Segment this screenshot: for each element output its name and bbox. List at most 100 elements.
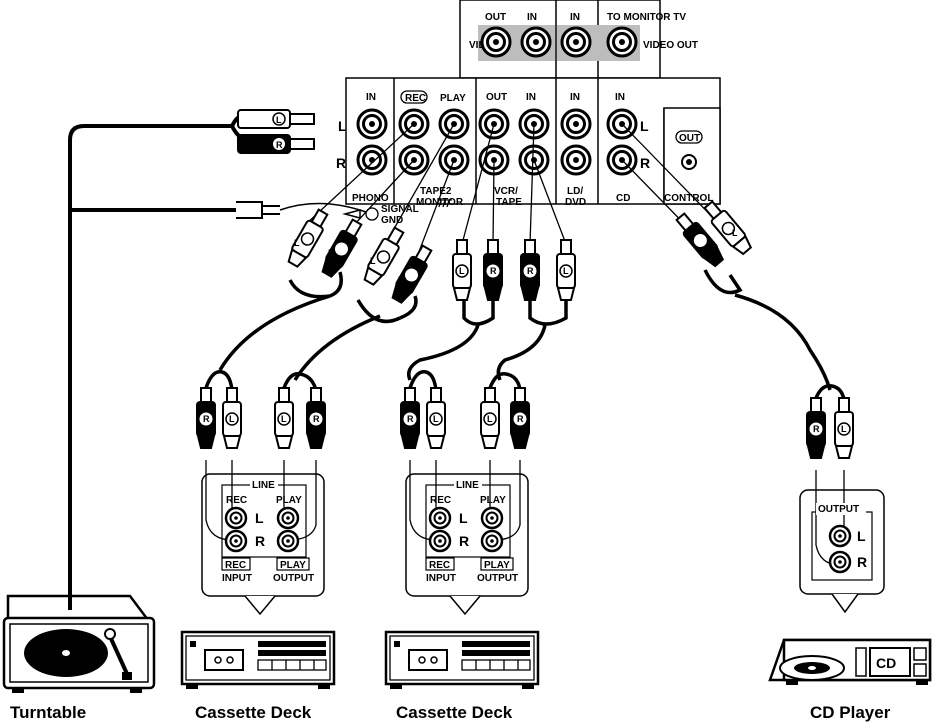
- cassette-deck-1-icon: [180, 630, 336, 689]
- phono-l-jack: [356, 108, 388, 140]
- plug-label: L: [281, 414, 287, 424]
- deck2-rec-l-jack: [428, 506, 452, 530]
- audio-panel: IN L R REC PLAY OUT IN IN IN L R PHONO T…: [336, 77, 721, 226]
- cd-out-r-label: R: [857, 554, 867, 570]
- cd-badge: CD: [876, 655, 896, 671]
- phono-l-label: L: [338, 118, 347, 134]
- ld-label: LD/: [567, 186, 583, 197]
- plug-label: L: [732, 228, 738, 238]
- ground-lug-icon: [236, 201, 280, 219]
- turntable-cable: L R: [68, 109, 367, 610]
- plug-label: L: [487, 414, 493, 424]
- gnd-label: GND: [381, 215, 403, 226]
- deck2-output-label: OUTPUT: [477, 573, 518, 584]
- cd-l-label: L: [640, 118, 649, 134]
- video-in-label: IN: [527, 12, 537, 23]
- plug-label: L: [459, 266, 465, 276]
- plug-label: L: [841, 424, 847, 434]
- plug-label: R: [398, 275, 405, 285]
- plug-label: R: [313, 414, 320, 424]
- phono-r-jack: [356, 144, 388, 176]
- plug-label: L: [370, 256, 376, 266]
- plug-label: R: [517, 414, 524, 424]
- cd-out-l-jack: [828, 524, 852, 548]
- plug-label: L: [229, 414, 235, 424]
- triangle-icon: [342, 209, 361, 219]
- deck2-play-label: PLAY: [480, 495, 506, 506]
- cd-out-r-jack: [828, 550, 852, 574]
- cd-output-panel: OUTPUT L R: [799, 489, 885, 614]
- phono-in-label: IN: [366, 92, 376, 103]
- deck-plugs: R L L R R L L R R L: [196, 370, 854, 459]
- ground-terminal-icon: [365, 207, 379, 221]
- video-in-jack: [520, 26, 552, 58]
- signal-label: SIGNAL: [381, 204, 419, 215]
- deck1-rec-r-jack: [224, 529, 248, 553]
- turntable-icon: [2, 594, 156, 693]
- deck1-output-label: OUTPUT: [273, 573, 314, 584]
- ld-l-jack: [560, 108, 592, 140]
- vcr-label: VCR/: [494, 186, 518, 197]
- tape2-label: TAPE2: [420, 186, 452, 197]
- cd-label: CD: [616, 193, 630, 204]
- rec-label: REC: [405, 93, 426, 104]
- deck1-rec-box: REC: [225, 560, 246, 571]
- plug-label: L: [563, 266, 569, 276]
- ld-in-label: IN: [570, 92, 580, 103]
- monitor-out-jack: [606, 26, 638, 58]
- plug-r-label: R: [276, 140, 283, 150]
- cassette-deck-1-caption: Cassette Deck: [195, 703, 312, 722]
- ld-r-jack: [560, 144, 592, 176]
- plug-label: L: [294, 238, 300, 248]
- deck2-line-label: LINE: [456, 480, 479, 491]
- deck1-play-box: PLAY: [280, 560, 306, 571]
- video-out-jack: [480, 26, 512, 58]
- deck1-play-r-jack: [276, 529, 300, 553]
- receiver-plugs: L R L R L R R L L R: [284, 197, 755, 306]
- plug-label: R: [407, 414, 414, 424]
- cassette-deck-2-panel: LINE REC PLAY L R REC INPUT PLAY OUTPUT: [405, 473, 529, 616]
- vcr-out-label: OUT: [486, 92, 507, 103]
- plug-label: R: [813, 424, 820, 434]
- phono-r-label: R: [336, 155, 346, 171]
- deck2-rec-label: REC: [430, 495, 451, 506]
- plug-label: R: [203, 414, 210, 424]
- cd-r-label: R: [640, 155, 650, 171]
- cd-output-label: OUTPUT: [818, 504, 859, 515]
- cassette-deck-2-icon: [384, 630, 540, 689]
- deck2-rec-r-jack: [428, 529, 452, 553]
- vcr-in-label: IN: [526, 92, 536, 103]
- deck1-input-label: INPUT: [222, 573, 252, 584]
- deck2-play-box: PLAY: [484, 560, 510, 571]
- cd-out-l-label: L: [857, 528, 866, 544]
- cd-player-icon: CD: [768, 638, 932, 685]
- control-label: CONTROL: [664, 193, 713, 204]
- plug-l-label: L: [276, 115, 282, 125]
- phono-label: PHONO: [352, 193, 389, 204]
- deck1-rec-l-jack: [224, 506, 248, 530]
- video-panel: VIDEO OUT IN IN TO MONITOR TV VIDEO OUT: [459, 0, 698, 79]
- cassette-deck-2-caption: Cassette Deck: [396, 703, 513, 722]
- cd-player-caption: CD Player: [810, 703, 891, 722]
- cd-in-label: IN: [615, 92, 625, 103]
- ground-symbol-icon: [438, 199, 452, 208]
- play-label: PLAY: [440, 93, 466, 104]
- tape-label: TAPE: [496, 197, 522, 208]
- deck1-l-label: L: [255, 510, 264, 526]
- plug-label: R: [704, 250, 711, 260]
- deck2-rec-box: REC: [429, 560, 450, 571]
- turntable-caption: Turntable: [10, 703, 86, 722]
- video-in2-jack: [560, 26, 592, 58]
- deck2-play-r-jack: [480, 529, 504, 553]
- deck2-l-label: L: [459, 510, 468, 526]
- deck1-line-label: LINE: [252, 480, 275, 491]
- video-in2-label: IN: [570, 12, 580, 23]
- plug-label: R: [527, 266, 534, 276]
- dvd-label: DVD: [565, 197, 586, 208]
- deck2-r-label: R: [459, 533, 469, 549]
- deck1-rec-label: REC: [226, 495, 247, 506]
- monitor-tv-label: TO MONITOR TV: [607, 12, 686, 23]
- deck2-input-label: INPUT: [426, 573, 456, 584]
- plug-label: R: [328, 248, 335, 258]
